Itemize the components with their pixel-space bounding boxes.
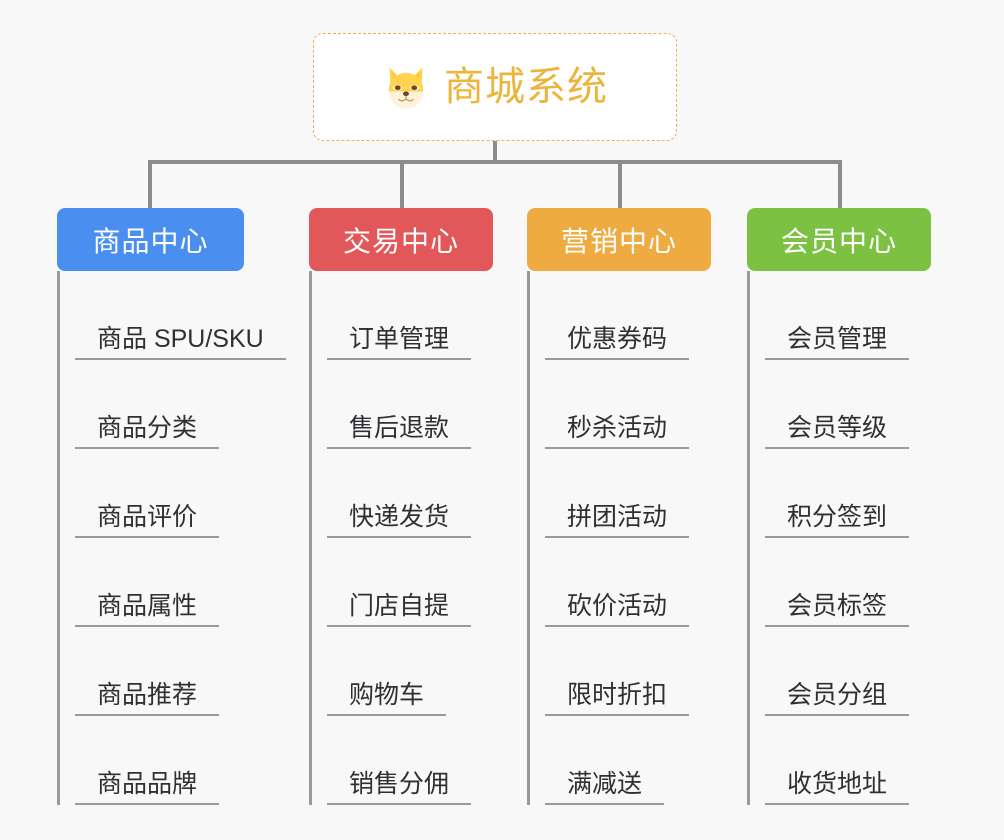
branch-item[interactable]: 满减送 bbox=[545, 716, 711, 805]
connector-root-stem bbox=[493, 141, 497, 163]
branch-column: 交易中心订单管理售后退款快递发货门店自提购物车销售分佣 bbox=[309, 208, 493, 805]
branch-item-underline: 会员等级 bbox=[765, 413, 910, 449]
branch-item-underline: 积分签到 bbox=[765, 502, 910, 538]
branch-item-underline: 购物车 bbox=[327, 680, 447, 716]
branch-item[interactable]: 秒杀活动 bbox=[545, 360, 711, 449]
branch-item[interactable]: 售后退款 bbox=[327, 360, 493, 449]
branch-header[interactable]: 商品中心 bbox=[57, 208, 244, 271]
branch-item-underline: 快递发货 bbox=[327, 502, 472, 538]
branch-item-label: 订单管理 bbox=[349, 324, 450, 353]
branch-item-underline: 优惠券码 bbox=[545, 324, 690, 360]
branch-header[interactable]: 营销中心 bbox=[527, 208, 711, 271]
branch-item-label: 商品评价 bbox=[97, 502, 198, 531]
branch-item-label: 售后退款 bbox=[349, 413, 450, 442]
branch-item-label: 限时折扣 bbox=[567, 680, 668, 709]
branch-header[interactable]: 会员中心 bbox=[747, 208, 931, 271]
branch-header-label: 营销中心 bbox=[560, 225, 677, 257]
connector-drop-2 bbox=[400, 160, 404, 208]
branch-item-label: 会员分组 bbox=[787, 680, 888, 709]
branch-item-list: 优惠券码秒杀活动拼团活动砍价活动限时折扣满减送 bbox=[527, 271, 711, 805]
branch-item-list: 订单管理售后退款快递发货门店自提购物车销售分佣 bbox=[309, 271, 493, 805]
branch-item-label: 商品分类 bbox=[97, 413, 198, 442]
branch-header-label: 会员中心 bbox=[780, 225, 897, 257]
branch-item-label: 优惠券码 bbox=[567, 324, 668, 353]
branch-item-label: 会员标签 bbox=[787, 591, 888, 620]
branch-item-underline: 会员分组 bbox=[765, 680, 910, 716]
branch-item-underline: 商品评价 bbox=[75, 502, 220, 538]
branch-item-underline: 订单管理 bbox=[327, 324, 472, 360]
branch-item-label: 快递发货 bbox=[349, 502, 450, 531]
branch-item[interactable]: 优惠券码 bbox=[545, 271, 711, 360]
branch-item-label: 商品 SPU/SKU bbox=[97, 324, 264, 353]
branch-item-label: 商品品牌 bbox=[97, 769, 198, 798]
connector-horizontal-bus bbox=[148, 160, 840, 164]
branch-item-label: 商品推荐 bbox=[97, 680, 198, 709]
branch-item[interactable]: 会员等级 bbox=[765, 360, 931, 449]
root-title: 商城系统 bbox=[444, 65, 608, 109]
branch-item-underline: 商品推荐 bbox=[75, 680, 220, 716]
connector-drop-1 bbox=[148, 160, 152, 208]
branch-item[interactable]: 会员分组 bbox=[765, 627, 931, 716]
branch-item-underline: 商品品牌 bbox=[75, 769, 220, 805]
branch-item-label: 满减送 bbox=[567, 769, 643, 798]
branch-item-list: 会员管理会员等级积分签到会员标签会员分组收货地址 bbox=[747, 271, 931, 805]
branch-item-underline: 售后退款 bbox=[327, 413, 472, 449]
branch-item-underline: 商品分类 bbox=[75, 413, 220, 449]
branch-header[interactable]: 交易中心 bbox=[309, 208, 493, 271]
branch-item[interactable]: 商品品牌 bbox=[75, 716, 244, 805]
branch-item-label: 会员等级 bbox=[787, 413, 888, 442]
branch-item[interactable]: 会员管理 bbox=[765, 271, 931, 360]
branch-item[interactable]: 销售分佣 bbox=[327, 716, 493, 805]
branch-item-underline: 商品属性 bbox=[75, 591, 220, 627]
branch-item-underline: 拼团活动 bbox=[545, 502, 690, 538]
branch-item-label: 销售分佣 bbox=[349, 769, 450, 798]
branch-item-label: 门店自提 bbox=[349, 591, 450, 620]
branch-item[interactable]: 门店自提 bbox=[327, 538, 493, 627]
branch-item[interactable]: 商品评价 bbox=[75, 449, 244, 538]
branch-item-label: 拼团活动 bbox=[567, 502, 668, 531]
branch-item-underline: 秒杀活动 bbox=[545, 413, 690, 449]
branch-item-underline: 销售分佣 bbox=[327, 769, 472, 805]
branch-item[interactable]: 购物车 bbox=[327, 627, 493, 716]
branch-item-label: 商品属性 bbox=[97, 591, 198, 620]
branch-item-label: 会员管理 bbox=[787, 324, 888, 353]
shiba-dog-face-icon bbox=[382, 63, 430, 111]
branch-item[interactable]: 砍价活动 bbox=[545, 538, 711, 627]
branch-item-underline: 满减送 bbox=[545, 769, 665, 805]
branch-item-label: 砍价活动 bbox=[567, 591, 668, 620]
branch-item[interactable]: 限时折扣 bbox=[545, 627, 711, 716]
branch-item-label: 收货地址 bbox=[787, 769, 888, 798]
branch-item-underline: 限时折扣 bbox=[545, 680, 690, 716]
branch-column: 营销中心优惠券码秒杀活动拼团活动砍价活动限时折扣满减送 bbox=[527, 208, 711, 805]
branch-item[interactable]: 快递发货 bbox=[327, 449, 493, 538]
branch-item[interactable]: 会员标签 bbox=[765, 538, 931, 627]
branch-item-underline: 会员标签 bbox=[765, 591, 910, 627]
branch-item-label: 积分签到 bbox=[787, 502, 888, 531]
branch-header-label: 商品中心 bbox=[92, 225, 209, 257]
branch-item-underline: 收货地址 bbox=[765, 769, 910, 805]
branch-item[interactable]: 商品分类 bbox=[75, 360, 244, 449]
branch-column: 商品中心商品 SPU/SKU 商品分类商品评价商品属性商品推荐商品品牌 bbox=[57, 208, 286, 805]
branch-item[interactable]: 商品 SPU/SKU bbox=[75, 271, 286, 360]
branch-item[interactable]: 订单管理 bbox=[327, 271, 493, 360]
branch-header-label: 交易中心 bbox=[342, 225, 459, 257]
connector-drop-4 bbox=[838, 160, 842, 208]
branch-item-label: 秒杀活动 bbox=[567, 413, 668, 442]
branch-item-label: 购物车 bbox=[349, 680, 425, 709]
branch-item[interactable]: 商品属性 bbox=[75, 538, 244, 627]
branch-item-underline: 门店自提 bbox=[327, 591, 472, 627]
branch-item-list: 商品 SPU/SKU 商品分类商品评价商品属性商品推荐商品品牌 bbox=[57, 271, 286, 805]
root-node[interactable]: 商城系统 bbox=[313, 33, 677, 141]
branch-item[interactable]: 商品推荐 bbox=[75, 627, 244, 716]
branch-item[interactable]: 拼团活动 bbox=[545, 449, 711, 538]
branch-item-underline: 会员管理 bbox=[765, 324, 910, 360]
branch-item[interactable]: 收货地址 bbox=[765, 716, 931, 805]
branch-item[interactable]: 积分签到 bbox=[765, 449, 931, 538]
branch-column: 会员中心会员管理会员等级积分签到会员标签会员分组收货地址 bbox=[747, 208, 931, 805]
branch-item-underline: 砍价活动 bbox=[545, 591, 690, 627]
branch-item-underline: 商品 SPU/SKU bbox=[75, 324, 286, 360]
connector-drop-3 bbox=[618, 160, 622, 208]
